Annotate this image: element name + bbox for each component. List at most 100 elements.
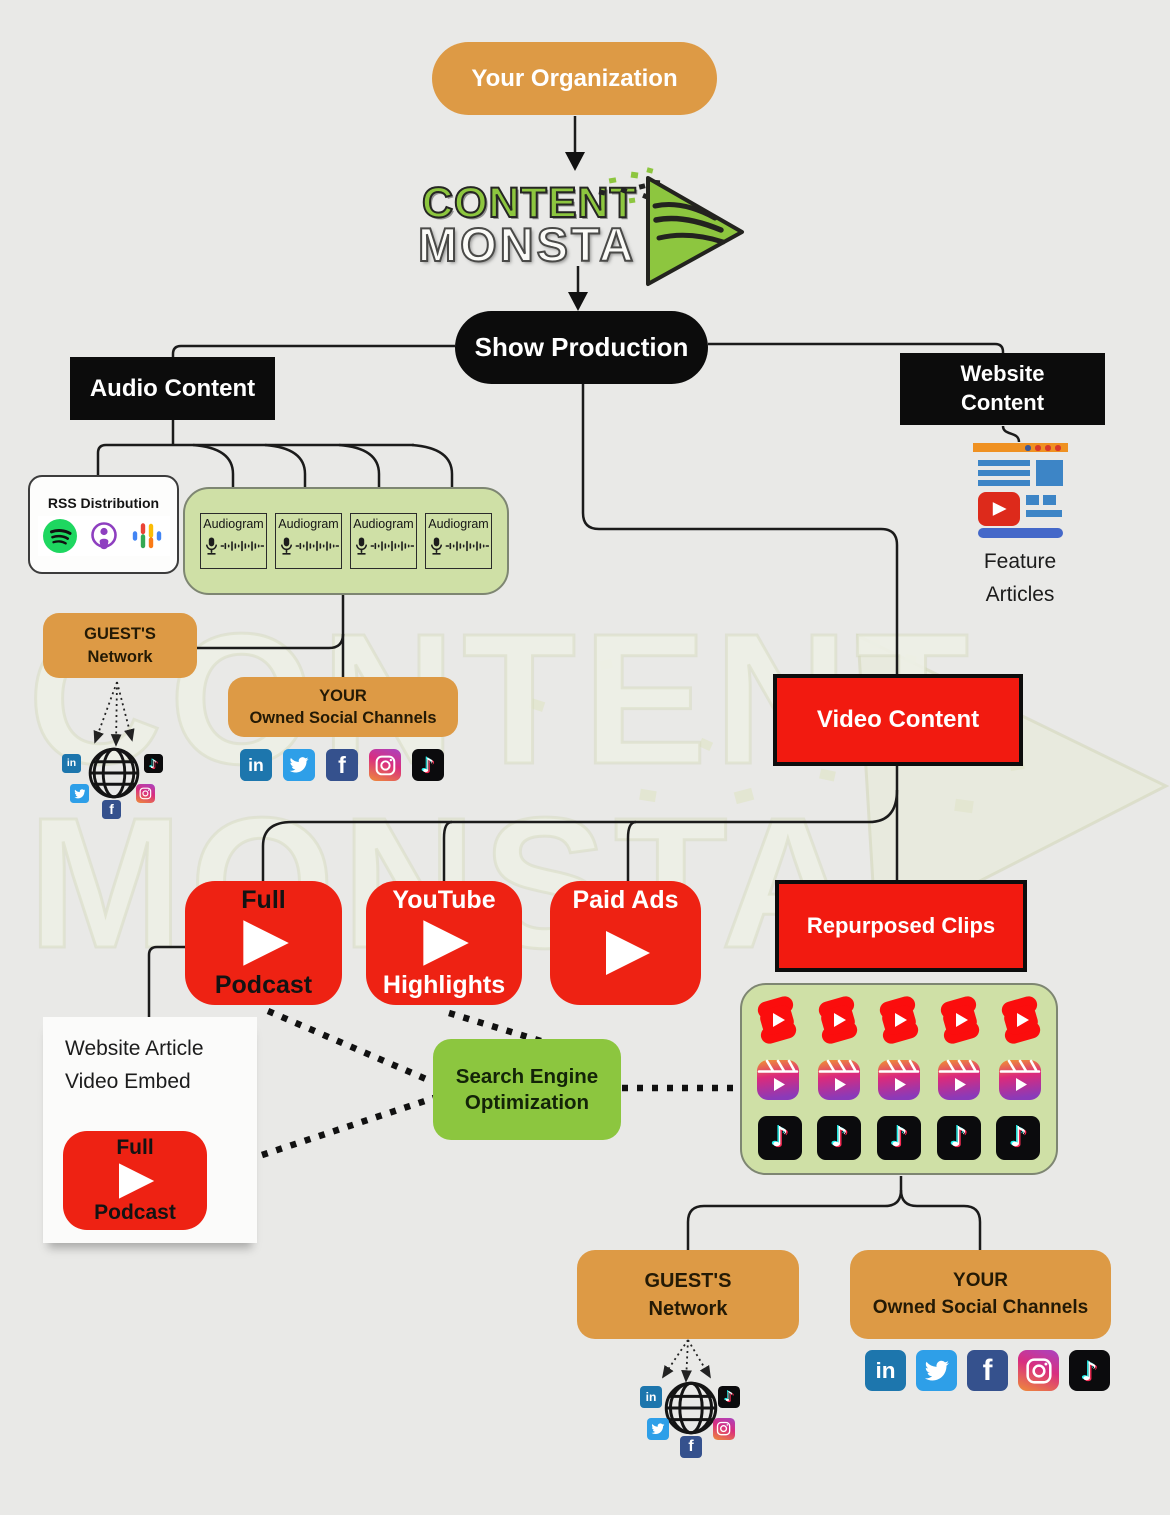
- google-podcasts-icon: [132, 523, 161, 549]
- dotted-guests1-fan-right: [116, 681, 135, 742]
- youtube-highlights-line1: YouTube: [392, 886, 496, 914]
- dotted-highlights-to-seo: [448, 1009, 542, 1045]
- owned-social-line2: Owned Social Channels: [249, 709, 437, 727]
- audiogram-label: Audiogram: [278, 517, 339, 531]
- connector-website-to-feature: [1001, 425, 1021, 443]
- connector-drop-highlights: [442, 820, 453, 882]
- microphone-icon: [205, 537, 217, 555]
- full-podcast-node: Full Podcast: [185, 881, 342, 1005]
- audiogram-label: Audiogram: [428, 517, 489, 531]
- guests-network-line1: GUEST'S: [644, 1269, 732, 1292]
- connector-branch-to-guests: [197, 633, 345, 650]
- facebook-icon: [102, 800, 121, 819]
- youtube-shorts-icon: [757, 996, 797, 1045]
- seo-node: Search Engine Optimization: [433, 1039, 621, 1140]
- tiktok-icon: [817, 1115, 862, 1160]
- youtube-shorts-icon: [879, 996, 919, 1045]
- social-row-audio: [240, 749, 444, 781]
- instagram-reels-icon: [998, 1059, 1041, 1100]
- rss-platform-icons: [37, 516, 170, 556]
- tiktok-row: [742, 1108, 1056, 1167]
- connector-show-to-video: [581, 384, 899, 675]
- connector-audio-fanline: [96, 443, 414, 476]
- connector-audiogram-drop-3: [338, 443, 381, 514]
- owned-social-node-clips: YOUR Owned Social Channels: [850, 1250, 1111, 1339]
- rss-distribution-label: RSS Distribution: [47, 495, 160, 511]
- spotify-icon: [42, 519, 77, 553]
- twitter-icon: [70, 784, 89, 803]
- microphone-icon: [280, 537, 292, 555]
- audiogram-item-2: Audiogram: [275, 513, 342, 569]
- play-icon: [605, 931, 650, 975]
- instagram-reels-icon: [757, 1059, 800, 1100]
- instagram-reels-icon: [817, 1059, 860, 1100]
- owned-social-line2: Owned Social Channels: [872, 1296, 1089, 1318]
- feature-articles-label: Feature Articles: [955, 546, 1085, 611]
- twitter-icon: [647, 1418, 669, 1440]
- full-podcast-line2: Podcast: [94, 1201, 176, 1224]
- linkedin-icon: [640, 1386, 662, 1408]
- waveform-icon: [295, 540, 339, 552]
- article-text-line: [1026, 495, 1039, 505]
- website-article-embed-node: Website Article Video Embed Full Podcast: [43, 1017, 257, 1243]
- instagram-icon: [369, 749, 401, 781]
- apple-podcasts-icon: [90, 522, 117, 550]
- microphone-icon: [355, 537, 367, 555]
- article-footer-bar: [978, 528, 1063, 538]
- show-production-node: Show Production: [455, 311, 708, 384]
- audiogram-label: Audiogram: [353, 517, 414, 531]
- guests-network-line1: GUEST'S: [84, 625, 156, 644]
- show-production-label: Show Production: [474, 332, 689, 362]
- guests-network-line2: Network: [648, 1297, 728, 1320]
- connector-podcast-to-embed: [147, 945, 186, 1018]
- article-dot: [1055, 445, 1061, 451]
- owned-social-line1: YOUR: [953, 1269, 1008, 1291]
- video-content-label: Video Content: [816, 706, 980, 733]
- tiktok-icon: [144, 754, 163, 773]
- paid-ads-node: Paid Ads: [550, 881, 701, 1005]
- audio-content-label: Audio Content: [89, 374, 256, 402]
- article-dot: [1025, 445, 1031, 451]
- arrowhead-logo: [568, 292, 588, 311]
- website-content-line1: Website: [960, 361, 1045, 387]
- logo-play-icon: [598, 167, 744, 286]
- connector-show-to-audio: [171, 344, 455, 358]
- tiktok-icon: [718, 1386, 740, 1408]
- guests-network-node-audio: GUEST'S Network: [43, 613, 197, 678]
- connector-audiogram-drop-4: [411, 443, 454, 514]
- embedded-full-podcast-icon: Full Podcast: [63, 1131, 207, 1230]
- facebook-icon: [967, 1350, 1008, 1391]
- full-podcast-line2: Podcast: [214, 971, 313, 999]
- tiktok-icon: [757, 1115, 802, 1160]
- website-article-line1: Website Article: [65, 1037, 204, 1060]
- connector-clips-to-guests: [686, 1176, 903, 1251]
- article-dot: [1045, 445, 1051, 451]
- website-content-line2: Content: [960, 390, 1045, 415]
- twitter-icon: [283, 749, 315, 781]
- audiogram-panel: Audiogram Audiogram: [183, 487, 509, 595]
- waveform-icon: [445, 540, 489, 552]
- audiogram-item-1: Audiogram: [200, 513, 267, 569]
- globe-icon: [664, 1381, 718, 1435]
- full-podcast-line1: Full: [241, 886, 286, 914]
- article-text-line: [1026, 510, 1062, 517]
- connector-clips-to-owned: [899, 1189, 982, 1251]
- dotted-guests2-fan-right: [687, 1339, 711, 1379]
- repurposed-clips-node: Repurposed Clips: [775, 880, 1027, 972]
- play-icon: [119, 1162, 155, 1199]
- audiogram-label: Audiogram: [203, 517, 264, 531]
- video-content-node: Video Content: [773, 674, 1023, 766]
- article-text-line: [978, 470, 1030, 476]
- article-header-bar: [973, 443, 1068, 452]
- full-podcast-line1: Full: [116, 1136, 154, 1159]
- youtube-shorts-icon: [818, 996, 858, 1045]
- facebook-icon: [326, 749, 358, 781]
- website-article-line2: Video Embed: [65, 1069, 191, 1093]
- rss-distribution-node: RSS Distribution: [28, 475, 179, 574]
- feature-articles-line2: Articles: [985, 582, 1055, 606]
- website-content-node: Website Content: [900, 353, 1105, 425]
- connector-video-fanline: [261, 789, 899, 882]
- waveform-icon: [370, 540, 414, 552]
